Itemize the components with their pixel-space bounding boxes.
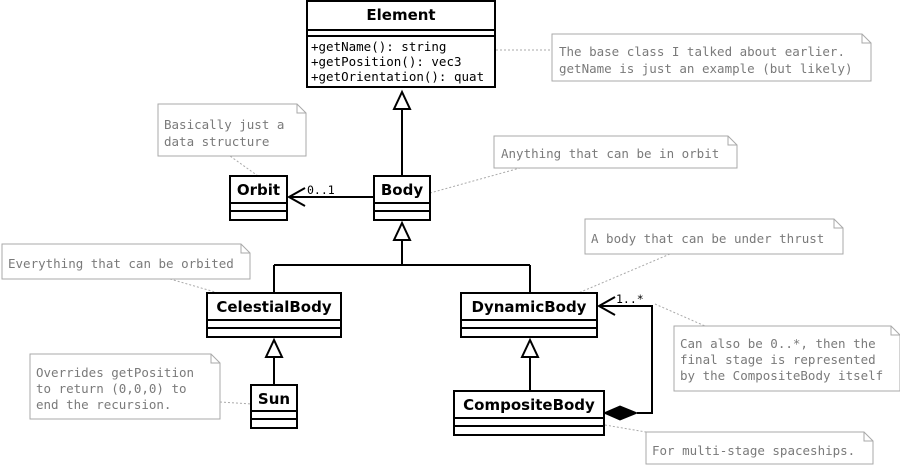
note-element-line-2: getName is just an example (but likely) xyxy=(559,61,853,76)
note-celestial: Everything that can be orbited xyxy=(1,243,251,280)
class-sun[interactable]: Sun xyxy=(250,384,298,429)
note-body-connector xyxy=(429,167,521,194)
body-orbit-association-arrow xyxy=(286,187,306,207)
note-multiplicity-line-3: by the CompositeBody itself xyxy=(680,368,883,383)
note-element: The base class I talked about earlier. g… xyxy=(551,33,872,82)
class-dynamic-body-name: DynamicBody xyxy=(472,298,587,316)
orbit-multiplicity-label: 0..1 xyxy=(307,183,335,197)
class-sun-name: Sun xyxy=(258,390,290,408)
class-orbit-name: Orbit xyxy=(237,181,280,199)
class-composite-body-name: CompositeBody xyxy=(463,396,595,414)
body-element-generalization-arrow xyxy=(392,89,412,110)
note-celestial-line-1: Everything that can be orbited xyxy=(8,256,234,271)
note-composite-line-1: For multi-stage spaceships. xyxy=(652,443,855,458)
note-orbit-line-1: Basically just a xyxy=(164,117,284,132)
note-multiplicity: Can also be 0..*, then the final stage i… xyxy=(673,325,900,392)
composite-generalization-arrow xyxy=(520,337,540,358)
composite-composition-diamond xyxy=(602,405,639,421)
note-orbit: Basically just a data structure xyxy=(157,103,307,157)
composite-composition-line xyxy=(599,305,653,414)
note-multiplicity-line-1: Can also be 0..*, then the xyxy=(680,336,876,351)
dynamic-multiplicity-label: 1..* xyxy=(616,292,644,306)
note-body: Anything that can be in orbit xyxy=(493,135,738,169)
note-composite: For multi-stage spaceships. xyxy=(645,431,874,465)
sun-generalization-arrow xyxy=(264,337,284,358)
class-body[interactable]: Body xyxy=(373,175,431,221)
class-body-name: Body xyxy=(381,181,423,199)
note-sun-connector xyxy=(219,401,252,405)
class-orbit[interactable]: Orbit xyxy=(229,175,288,221)
class-dynamic-body[interactable]: DynamicBody xyxy=(460,292,598,338)
note-sun-line-1: Overrides getPosition xyxy=(36,365,194,380)
body-subclass-generalization-arrow xyxy=(392,220,412,241)
class-element-method-get-position: +getPosition(): vec3 xyxy=(311,54,462,69)
class-celestial-body[interactable]: CelestialBody xyxy=(206,292,342,338)
note-sun-line-2: to return (0,0,0) to xyxy=(36,381,187,396)
note-multiplicity-line-2: final stage is represented xyxy=(680,352,876,367)
note-sun-line-3: end the recursion. xyxy=(36,397,171,412)
note-multiplicity-connector xyxy=(654,303,706,327)
class-element[interactable]: Element +getName(): string +getPosition(… xyxy=(306,0,496,88)
note-element-line-1: The base class I talked about earlier. xyxy=(559,44,845,59)
note-orbit-line-2: data structure xyxy=(164,134,269,149)
class-composite-body[interactable]: CompositeBody xyxy=(453,390,605,436)
note-sun: Overrides getPosition to return (0,0,0) … xyxy=(29,353,221,420)
class-element-method-get-orientation: +getOrientation(): quat xyxy=(311,69,484,84)
composite-composition-arrow xyxy=(596,296,616,316)
note-orbit-connector xyxy=(229,155,259,177)
class-element-method-get-name: +getName(): string xyxy=(311,39,446,54)
note-body-line-1: Anything that can be in orbit xyxy=(501,146,719,161)
note-dynamic-connector xyxy=(575,253,671,295)
note-dynamic-line-1: A body that can be under thrust xyxy=(591,231,824,246)
note-celestial-connector xyxy=(169,278,223,295)
class-element-name: Element xyxy=(366,6,435,24)
note-composite-connector xyxy=(604,424,647,433)
note-dynamic: A body that can be under thrust xyxy=(584,218,844,255)
class-celestial-body-name: CelestialBody xyxy=(216,298,331,316)
